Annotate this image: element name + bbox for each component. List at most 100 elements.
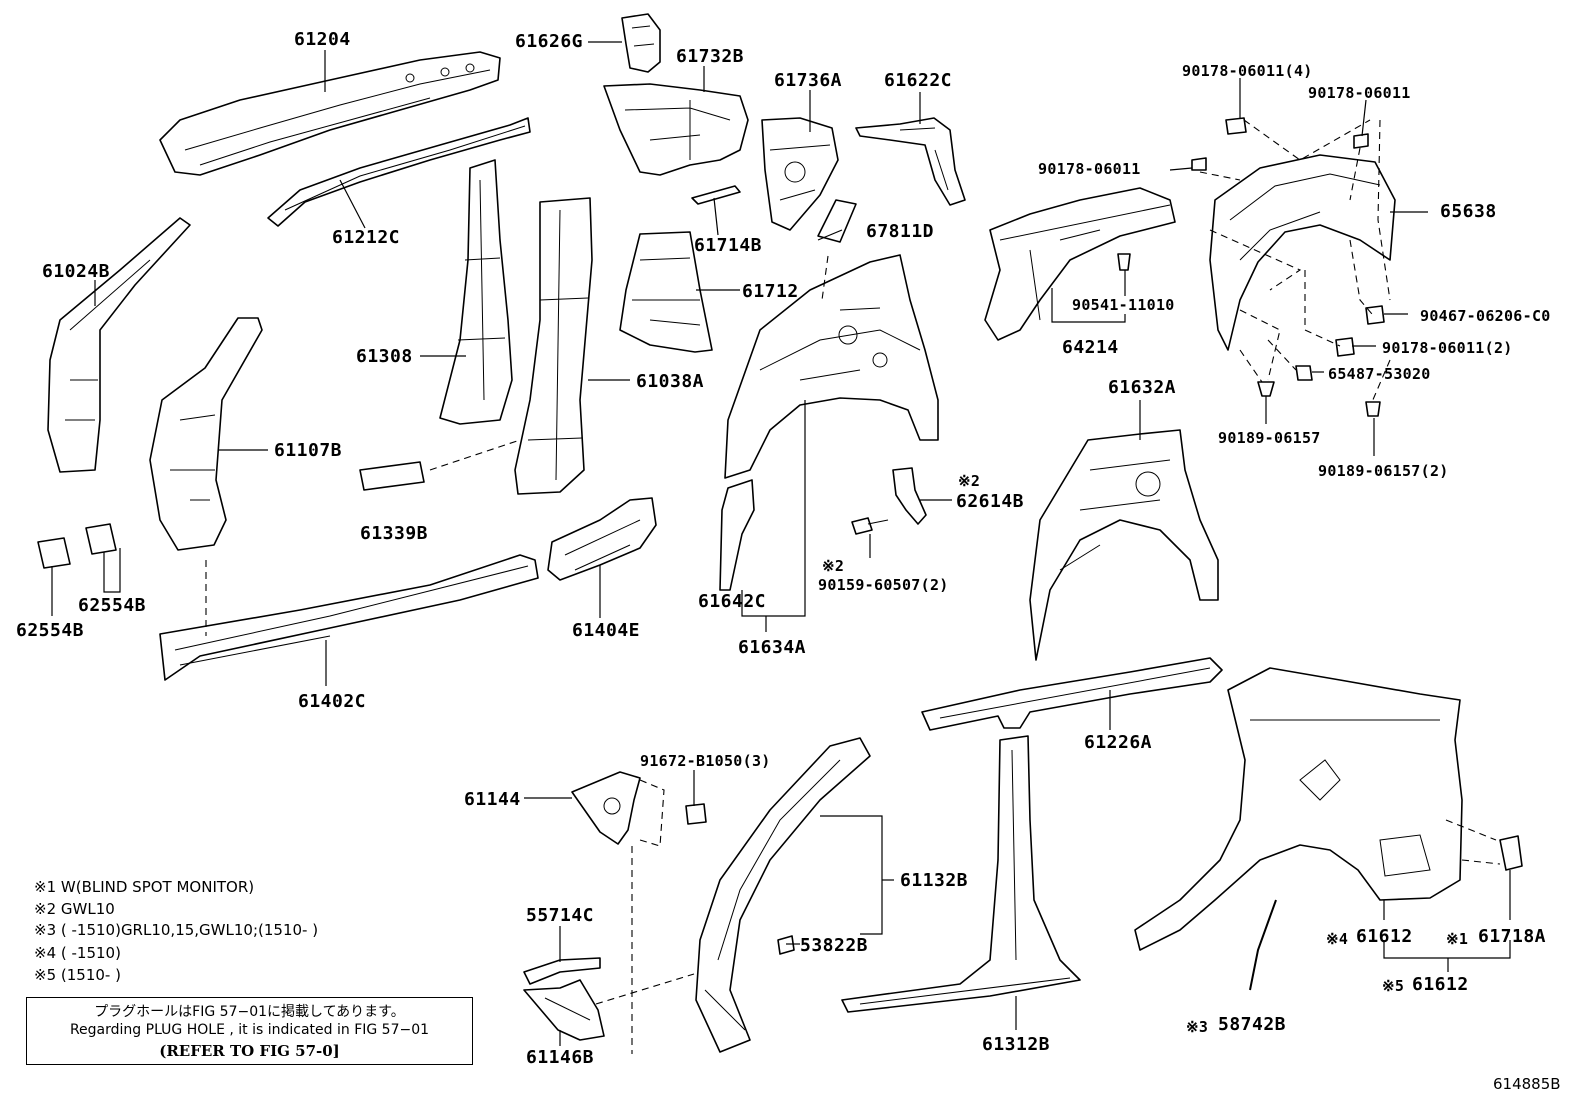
- label-90178-06011-a: 90178-06011: [1308, 84, 1411, 102]
- label-90189-06157-2: 90189-06157(2): [1318, 462, 1449, 480]
- part-61736A: [761, 117, 839, 231]
- plug-hole-notice-en: Regarding PLUG HOLE , it is indicated in…: [69, 1022, 430, 1038]
- part-58742B: [1249, 899, 1277, 991]
- part-61634A: [724, 254, 939, 479]
- part-61308: [439, 159, 513, 425]
- label-90541-11010: 90541-11010: [1072, 296, 1175, 314]
- part-61339B: [359, 461, 425, 491]
- label-61612-a: 61612: [1356, 926, 1413, 947]
- label-61612-b: 61612: [1412, 974, 1469, 995]
- label-61204: 61204: [294, 29, 351, 50]
- plug-hole-notice: プラグホールはFIG 57−01に掲載してあります。 Regarding PLU…: [26, 997, 473, 1065]
- note-3: ※3 ( -1510)GRL10,15,GWL10;(1510- ): [34, 921, 319, 939]
- clip-90178-06011-4: [1225, 117, 1247, 135]
- label-61626G: 61626G: [515, 31, 584, 52]
- mark-2-a: ※2: [958, 472, 981, 490]
- mark-4: ※4: [1326, 930, 1349, 948]
- clip-90541-11010: [1117, 253, 1131, 271]
- label-62614B: 62614B: [956, 491, 1025, 512]
- part-61024B: [47, 217, 191, 473]
- part-62614B: [892, 467, 927, 525]
- part-61642C: [719, 479, 755, 591]
- label-61024B: 61024B: [42, 261, 111, 282]
- label-61226A: 61226A: [1084, 732, 1153, 753]
- label-65487-53020: 65487-53020: [1328, 365, 1431, 383]
- label-61402C: 61402C: [298, 691, 367, 712]
- part-61226A: [921, 657, 1223, 731]
- label-61339B: 61339B: [360, 523, 429, 544]
- label-61736A: 61736A: [774, 70, 843, 91]
- label-61634A: 61634A: [738, 637, 807, 658]
- leader-lines: [51, 41, 1511, 1046]
- part-61312B: [841, 735, 1081, 1013]
- clip-90178-06011-b: [1353, 133, 1369, 149]
- label-61038A: 61038A: [636, 371, 705, 392]
- bolt-90159-60507: [851, 517, 889, 535]
- part-61132B: [695, 737, 871, 1053]
- part-61632A: [1029, 429, 1219, 661]
- label-61718A: 61718A: [1478, 926, 1547, 947]
- label-90178-06011-2: 90178-06011(2): [1382, 339, 1513, 357]
- label-61732B: 61732B: [676, 46, 745, 67]
- mark-2-b: ※2: [822, 557, 845, 575]
- label-62554B-a: 62554B: [16, 620, 85, 641]
- label-64214: 64214: [1062, 337, 1119, 358]
- label-61107B: 61107B: [274, 440, 343, 461]
- part-61038A: [514, 197, 593, 495]
- screw-65487-53020: [1295, 365, 1313, 381]
- note-5: ※5 (1510- ): [34, 966, 121, 984]
- note-2: ※2 GWL10: [34, 900, 115, 918]
- rivet-90189-06157-2: [1365, 401, 1381, 417]
- part-61718A: [1499, 835, 1523, 871]
- plug-hole-notice-jp: プラグホールはFIG 57−01に掲載してあります。: [94, 1004, 405, 1020]
- part-61626G: [621, 13, 661, 73]
- label-61146B: 61146B: [526, 1047, 595, 1068]
- part-61144: [571, 771, 641, 845]
- label-61712: 61712: [742, 281, 799, 302]
- part-55714C: [523, 957, 601, 985]
- label-61632A: 61632A: [1108, 377, 1177, 398]
- part-61612: [1134, 667, 1463, 951]
- label-61144: 61144: [464, 789, 521, 810]
- part-61146B: [523, 979, 605, 1041]
- label-61132B: 61132B: [900, 870, 969, 891]
- part-61732B: [603, 83, 749, 176]
- plug-hole-refer: (REFER TO FIG 57-0]: [159, 1042, 340, 1060]
- note-4: ※4 ( -1510): [34, 944, 121, 962]
- part-67811D: [817, 199, 857, 243]
- label-61642C: 61642C: [698, 591, 767, 612]
- part-61622C: [855, 117, 966, 206]
- part-53822B: [777, 935, 795, 955]
- label-65638: 65638: [1440, 201, 1497, 222]
- label-90159-60507-2: 90159-60507(2): [818, 576, 949, 594]
- label-90189-06157: 90189-06157: [1218, 429, 1321, 447]
- label-55714C: 55714C: [526, 905, 595, 926]
- part-62554B-b: [85, 523, 117, 555]
- figure-code: 614885B: [1493, 1075, 1561, 1093]
- label-61714B: 61714B: [694, 235, 763, 256]
- mark-1: ※1: [1446, 930, 1469, 948]
- label-61622C: 61622C: [884, 70, 953, 91]
- part-61204: [159, 51, 501, 176]
- label-67811D: 67811D: [866, 221, 935, 242]
- nut-90467-06206-C0: [1365, 305, 1385, 325]
- clip-90178-06011-2: [1335, 337, 1355, 357]
- part-61107B: [149, 317, 263, 551]
- dashed-lines: [205, 119, 1501, 1054]
- label-62554B-b: 62554B: [78, 595, 147, 616]
- label-53822B: 53822B: [800, 935, 869, 956]
- mark-5: ※5: [1382, 977, 1405, 995]
- label-90467-06206-C0: 90467-06206-C0: [1420, 307, 1551, 325]
- part-64214: [984, 187, 1176, 341]
- clip-90178-06011-a: [1191, 157, 1207, 171]
- part-61402C: [159, 554, 539, 681]
- label-90178-06011-4: 90178-06011(4): [1182, 62, 1313, 80]
- note-1: ※1 W(BLIND SPOT MONITOR): [34, 878, 255, 896]
- bolt-91672-B1050: [685, 803, 707, 825]
- part-65638: [1209, 154, 1396, 351]
- label-58742B: 58742B: [1218, 1014, 1287, 1035]
- part-62554B-a: [37, 537, 71, 569]
- part-61212C: [267, 117, 531, 227]
- label-90178-06011-b: 90178-06011: [1038, 160, 1141, 178]
